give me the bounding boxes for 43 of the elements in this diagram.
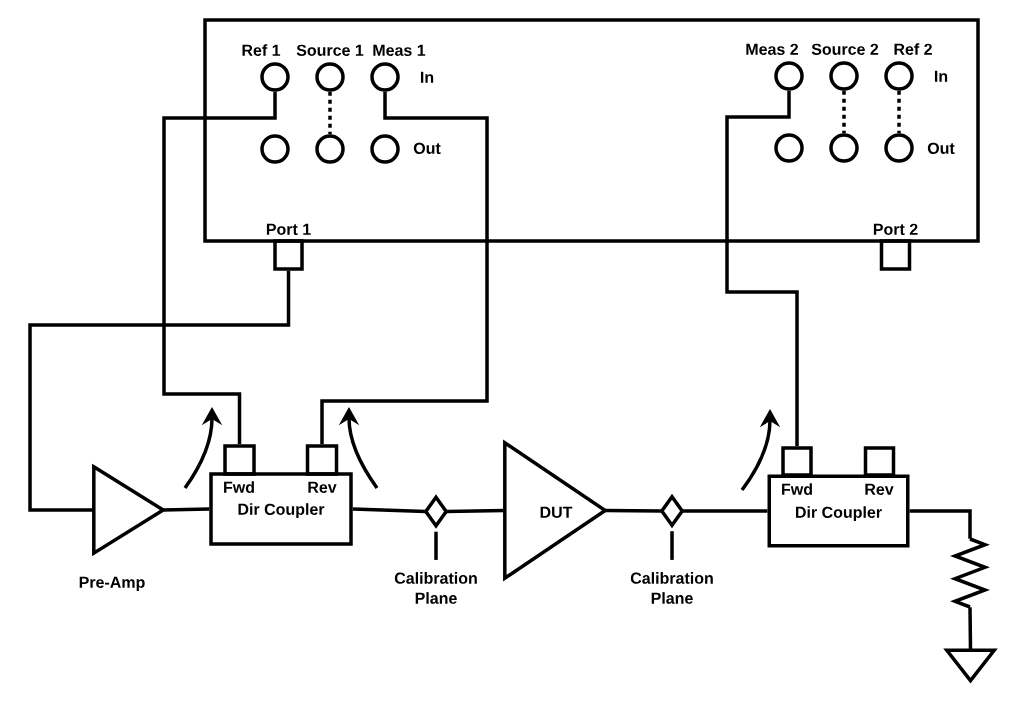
row-label: In <box>934 70 948 82</box>
connector-label: Ref 2 <box>894 43 932 55</box>
wire <box>682 509 768 513</box>
connector-circle <box>829 133 859 163</box>
connector-circle <box>884 133 914 163</box>
wire <box>605 508 662 513</box>
row-label: In <box>420 71 434 83</box>
leader-line <box>670 531 674 560</box>
connector-label: Ref 1 <box>242 44 281 56</box>
wire <box>320 91 489 445</box>
calibration-label: Calibration Plane <box>394 572 477 604</box>
resistor-symbol <box>950 537 990 609</box>
wire <box>725 90 799 447</box>
connector-label: Meas 2 <box>746 43 798 55</box>
connector-label: Source 1 <box>296 44 364 56</box>
connector-circle <box>774 133 804 163</box>
wire <box>842 90 846 134</box>
coupler-box: Fwd Rev Dir Coupler <box>767 474 910 548</box>
connector-circle <box>260 134 290 164</box>
port-label: Port 1 <box>266 223 311 235</box>
amplifier-label: Pre-Amp <box>79 576 145 592</box>
wire <box>328 91 332 135</box>
row-label: Out <box>413 142 441 154</box>
wire <box>446 508 505 514</box>
connector-circle <box>370 134 400 164</box>
connector-label: Meas 1 <box>373 44 426 56</box>
wire <box>352 507 426 514</box>
connector-circle <box>315 134 345 164</box>
row-label: Out <box>927 142 955 154</box>
port-square <box>863 446 896 477</box>
coupler-box: Fwd Rev Dir Coupler <box>209 472 353 546</box>
wire <box>909 509 972 539</box>
wire <box>163 507 210 512</box>
wire <box>28 270 291 512</box>
wire <box>968 607 973 651</box>
port-square <box>781 446 813 477</box>
port-label: Port 2 <box>873 223 918 235</box>
analyzer-box <box>203 18 980 243</box>
leader-line <box>434 531 438 560</box>
wire <box>162 91 277 445</box>
connector-label: Source 2 <box>811 43 879 55</box>
calibration-label: Calibration Plane <box>630 572 713 604</box>
wire <box>897 90 901 134</box>
